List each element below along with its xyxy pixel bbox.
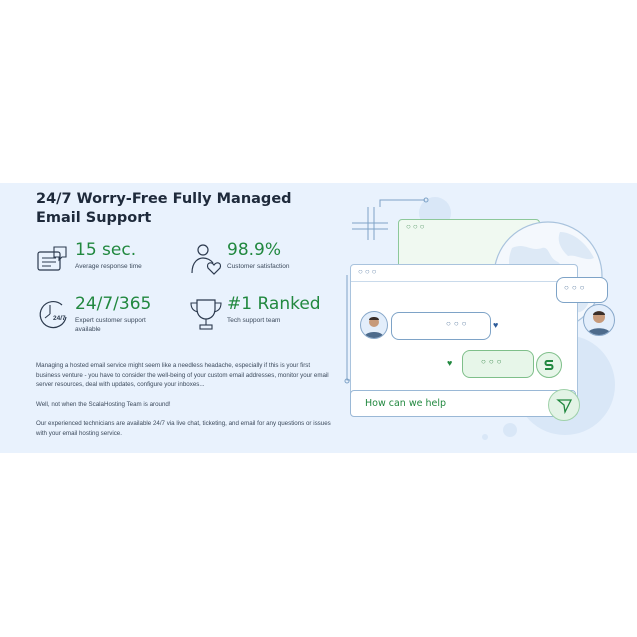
chat-input[interactable]: How can we help xyxy=(350,390,576,417)
intro-paragraph: Managing a hosted email service might se… xyxy=(36,362,329,388)
chat-clock-icon xyxy=(37,246,67,271)
trophy-icon xyxy=(190,299,222,330)
stat-value: 98.9% xyxy=(227,240,282,260)
person-icon xyxy=(364,317,384,338)
avatar xyxy=(583,304,615,336)
support-paragraph: Our experienced technicians are availabl… xyxy=(36,420,331,437)
avatar xyxy=(360,311,388,339)
stat-label: Expert customer support available xyxy=(75,317,146,333)
team-paragraph: Well, not when the ScalaHosting Team is … xyxy=(36,401,171,408)
window-controls: ○○○ xyxy=(406,222,427,231)
content-column: 24/7 Worry-Free Fully Managed Email Supp… xyxy=(36,190,336,228)
heart-icon: ♥ xyxy=(493,320,499,330)
globe-message-bubble: ○○○ xyxy=(556,277,608,303)
clock-24-7-icon xyxy=(39,301,67,329)
window-divider xyxy=(351,281,577,282)
agent-message-bubble: ○○○ xyxy=(391,312,491,340)
typing-indicator: ○○○ xyxy=(446,319,470,328)
stat-value: #1 Ranked xyxy=(227,294,321,314)
stat-label: Average response time xyxy=(75,263,142,270)
scalahosting-logo-icon xyxy=(536,352,562,378)
window-controls: ○○○ xyxy=(358,267,379,276)
clock-label: 24/7 xyxy=(53,315,66,322)
chat-input-placeholder: How can we help xyxy=(365,398,447,409)
stat-label: Customer satisfaction xyxy=(227,263,290,270)
stat-label: Tech support team xyxy=(227,317,281,324)
heart-icon: ♥ xyxy=(447,358,453,368)
send-button[interactable] xyxy=(548,389,580,421)
typing-indicator: ○○○ xyxy=(564,283,588,292)
user-message-bubble: ○○○ xyxy=(462,350,534,378)
send-icon xyxy=(556,399,573,415)
page-title: 24/7 Worry-Free Fully Managed Email Supp… xyxy=(36,191,292,226)
person-icon xyxy=(587,311,611,335)
typing-indicator: ○○○ xyxy=(481,357,505,366)
stat-value: 15 sec. xyxy=(75,240,137,260)
person-heart-icon xyxy=(191,244,222,275)
stat-value: 24/7/365 xyxy=(75,294,152,314)
